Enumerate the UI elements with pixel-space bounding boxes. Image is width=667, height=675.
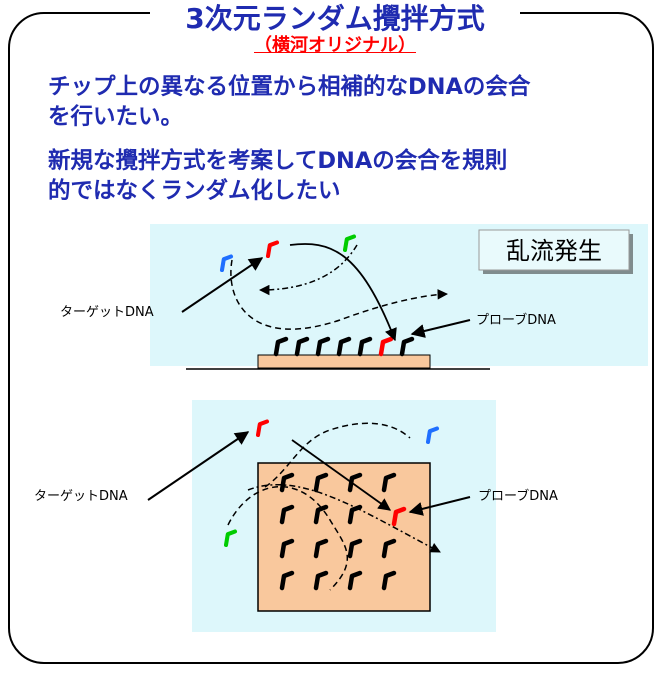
bottom-probe-dna <box>313 472 329 493</box>
top-dashed-flow <box>230 259 449 330</box>
top-target-label: ターゲットDNA <box>60 305 154 320</box>
top-free-target-blue <box>219 254 234 273</box>
page-title: 3次元ランダム攪拌方式 <box>185 2 485 35</box>
body-line-3: 新規な攪拌方式を考案してDNAの会合を規則 <box>48 148 508 174</box>
bottom-probe-dna <box>279 570 295 591</box>
bottom-free-target-blue <box>425 426 440 445</box>
bottom-probe-dna <box>279 538 295 559</box>
top-free-target-red <box>265 240 280 259</box>
top-target-pointer <box>181 257 264 313</box>
bottom-probe-dna <box>381 472 397 493</box>
bottom-probe-dna <box>347 570 363 591</box>
bottom-probe-grid <box>279 472 407 591</box>
bottom-probe-dna <box>313 538 329 559</box>
top-binding-arrow <box>289 243 397 342</box>
page-subtitle: （横河オリジナル） <box>254 35 416 56</box>
bottom-probe-label: プローブDNA <box>478 488 558 504</box>
turbulence-badge-label: 乱流発生 <box>506 237 602 265</box>
bottom-probe-dna <box>381 570 397 591</box>
bottom-probe-dna <box>313 504 329 525</box>
top-probe-pointer <box>410 319 471 338</box>
body-line-1: チップ上の異なる位置から相補的なDNAの会合 <box>48 74 531 100</box>
bottom-bound-target-dna <box>391 506 407 527</box>
top-probe-dna <box>357 336 373 357</box>
top-free-target-green <box>342 234 357 253</box>
top-chip <box>257 354 431 369</box>
bottom-probe-pointer <box>408 496 471 516</box>
top-probe-dna <box>336 336 352 357</box>
turbulence-badge: 乱流発生 <box>478 229 633 274</box>
title-block: 3次元ランダム攪拌方式 （横河オリジナル） <box>150 0 520 60</box>
top-probe-dna <box>315 336 331 357</box>
bottom-free-target-green <box>223 529 238 548</box>
top-probe-dna <box>294 336 310 357</box>
bottom-target-pointer <box>147 431 250 501</box>
top-probe-label: プローブDNA <box>476 312 556 328</box>
bottom-probe-dna <box>381 538 397 559</box>
bottom-probe-dna <box>347 472 363 493</box>
bottom-probe-dna <box>313 570 329 591</box>
bottom-free-target-red <box>255 419 270 438</box>
bottom-target-label: ターゲットDNA <box>34 489 128 504</box>
bottom-probe-dna <box>279 504 295 525</box>
top-dashdot-flow <box>258 244 358 296</box>
bottom-flow-lines <box>227 422 441 591</box>
top-free-targets <box>219 234 357 273</box>
body-line-4: 的ではなくランダム化したい <box>48 178 341 204</box>
bottom-dashdot-flow <box>247 483 441 553</box>
top-probe-dna <box>399 336 415 357</box>
body-line-2: を行いたい。 <box>48 104 184 130</box>
bottom-binding-arrow <box>291 439 392 511</box>
bottom-dashed-flow-2 <box>227 485 349 591</box>
bottom-probe-dna <box>347 538 363 559</box>
top-probe-dna <box>273 336 289 357</box>
top-flow-lines <box>230 243 449 342</box>
bottom-free-targets <box>223 419 440 548</box>
